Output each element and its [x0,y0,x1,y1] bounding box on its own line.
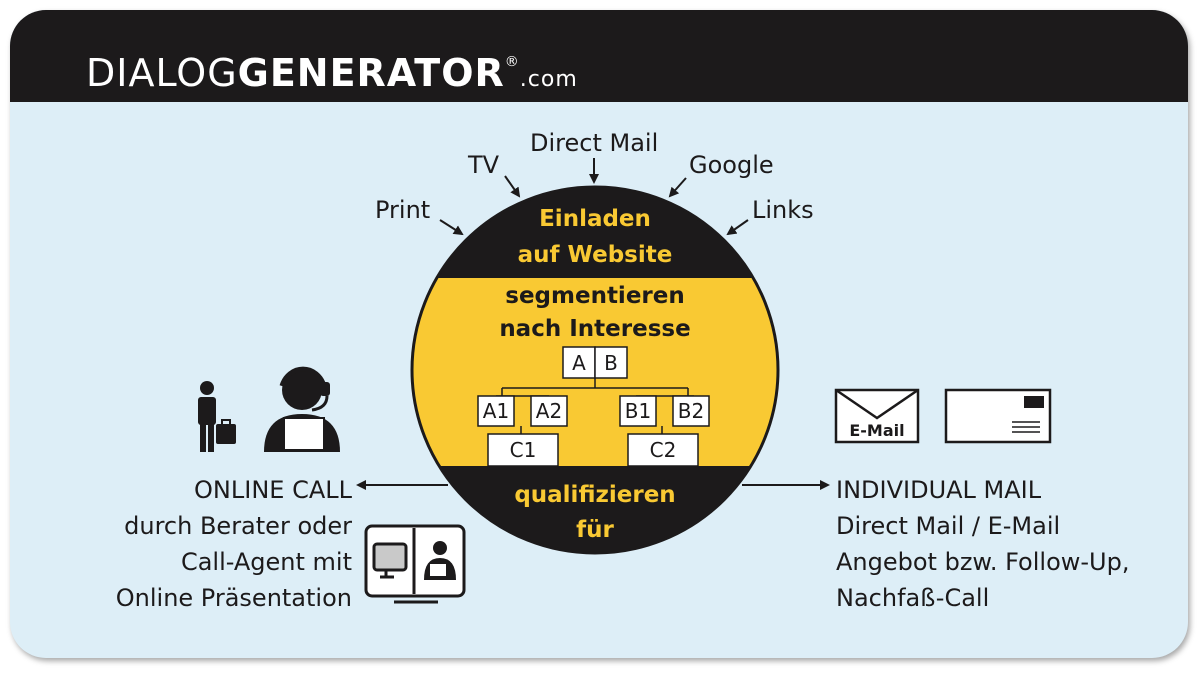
circle-bottom-line1: qualifizieren [514,482,675,508]
arrow-links [726,219,749,236]
brand-logo: DIALOGGENERATOR®.com [86,40,578,102]
channel-label-links: Links [752,196,814,224]
tree-label-b: B [604,351,618,375]
channel-label-google: Google [689,151,774,179]
individual-mail-line-2: Angebot bzw. Follow-Up, [836,548,1130,576]
channel-arrows [439,158,749,236]
call-agent-headset-icon [264,366,340,452]
channel-label-direct-mail: Direct Mail [530,129,659,157]
tree-box-c2 [627,433,699,467]
online-call-block: ONLINE CALL durch Berater oder Call-Agen… [116,472,352,616]
brand-registered: ® [504,54,520,70]
circle-top-line2: auf Website [518,242,673,268]
header-bar: DIALOGGENERATOR®.com [10,10,1188,102]
arrow-google [668,177,687,198]
tree-label-a1: A1 [483,399,509,423]
circle-bottom-line2: für [576,517,614,543]
online-call-line-1: durch Berater oder [124,512,352,540]
tree-box-a [562,346,596,379]
arrow-tv [504,175,521,198]
individual-mail-block: INDIVIDUAL MAIL Direct Mail / E-Mail Ang… [836,472,1129,616]
arrow-print [439,219,464,236]
individual-mail-line-1: Direct Mail / E-Mail [836,512,1061,540]
circle-mid-line2: nach Interesse [499,316,690,342]
tree-label-b1: B1 [625,399,651,423]
tree-label-c1: C1 [510,438,537,462]
circle-top-line1: Einladen [539,206,651,232]
brand-domain: .com [519,67,578,92]
letter-envelope-icon [944,388,1052,444]
individual-mail-title: INDIVIDUAL MAIL [836,476,1042,504]
tree-box-b2 [672,395,710,427]
tree-label-a2: A2 [536,399,562,423]
online-call-line-2: Call-Agent mit [180,548,352,576]
tree-box-a1 [477,395,515,427]
tree-box-b [594,346,628,379]
tree-box-b1 [619,395,657,427]
tree-label-c2: C2 [650,438,677,462]
tree-label-a: A [572,351,586,375]
tree-boxes [477,346,710,467]
email-envelope-label: E-Mail [849,421,904,440]
brand-light: DIALOG [86,51,238,95]
tree-box-a2 [530,395,568,427]
online-call-line-3: Online Präsentation [115,584,352,612]
channel-label-tv: TV [468,151,500,179]
online-call-title: ONLINE CALL [194,476,352,504]
tree-label-b2: B2 [678,399,704,423]
channel-label-print: Print [375,196,431,224]
person-with-briefcase-icon [198,381,236,452]
online-presentation-icon [364,524,466,604]
brand-bold: GENERATOR [237,51,505,95]
tree-box-c1 [487,433,559,467]
email-envelope-icon [834,388,920,444]
individual-mail-line-3: Nachfaß-Call [836,584,990,612]
circle-mid-line1: segmentieren [505,283,685,309]
